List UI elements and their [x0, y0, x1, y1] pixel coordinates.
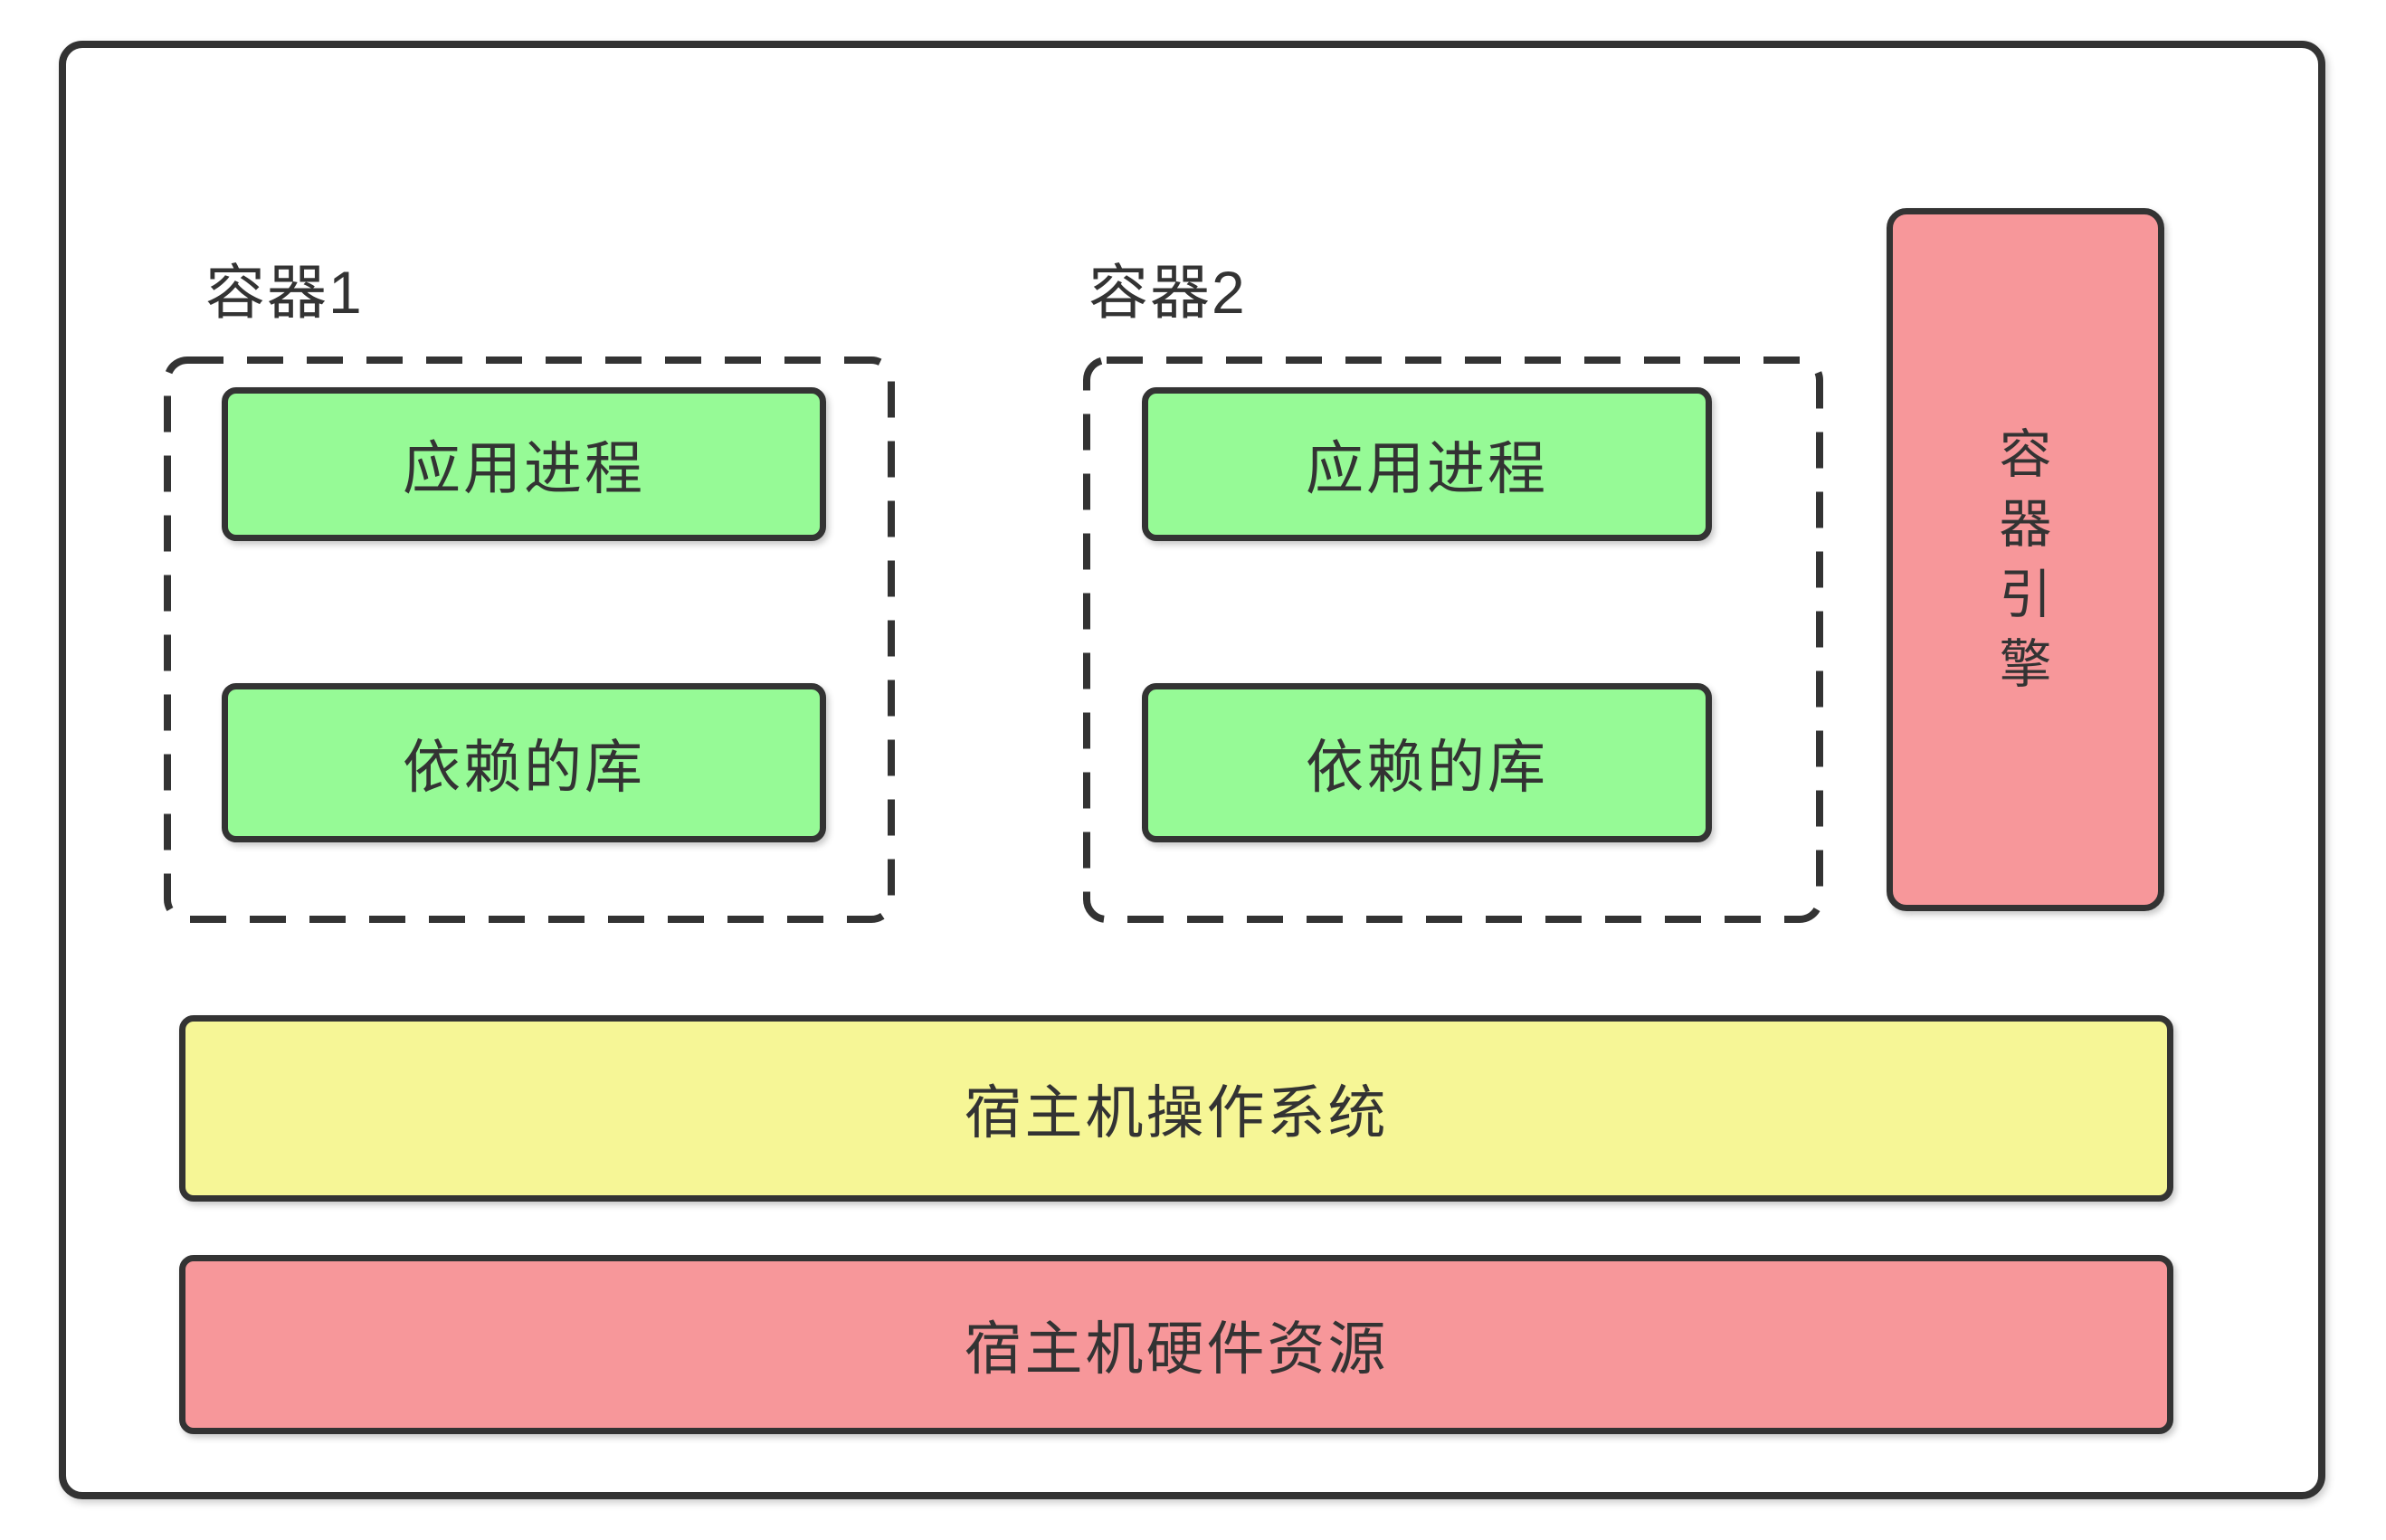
host-hardware-bar: 宿主机硬件资源: [179, 1255, 2173, 1434]
host-os-bar: 宿主机操作系统: [179, 1015, 2173, 1202]
deps-lib-label: 依赖的库: [403, 735, 645, 800]
container-2-deps-lib-box: 依赖的库: [1142, 683, 1712, 842]
app-process-label: 应用进程: [1306, 436, 1548, 501]
container-2-dashed-box: [1082, 356, 1824, 924]
app-process-label: 应用进程: [403, 436, 645, 501]
host-os-label: 宿主机操作系统: [964, 1080, 1389, 1145]
container-1-deps-lib-box: 依赖的库: [222, 683, 826, 842]
container-1-dashed-box: [163, 356, 896, 924]
container-1-label: 容器1: [205, 259, 364, 326]
dashed-border-svg: [1083, 356, 1823, 923]
container-engine-label: 容器引擎: [1999, 425, 2052, 694]
deps-lib-label: 依赖的库: [1306, 735, 1548, 800]
container-1-app-process-box: 应用进程: [222, 387, 826, 541]
container-engine-box: 容器引擎: [1887, 208, 2164, 911]
container-2-label: 容器2: [1088, 259, 1247, 326]
host-hardware-label: 宿主机硬件资源: [964, 1317, 1389, 1382]
dashed-border-svg: [164, 356, 895, 923]
container-2-app-process-box: 应用进程: [1142, 387, 1712, 541]
